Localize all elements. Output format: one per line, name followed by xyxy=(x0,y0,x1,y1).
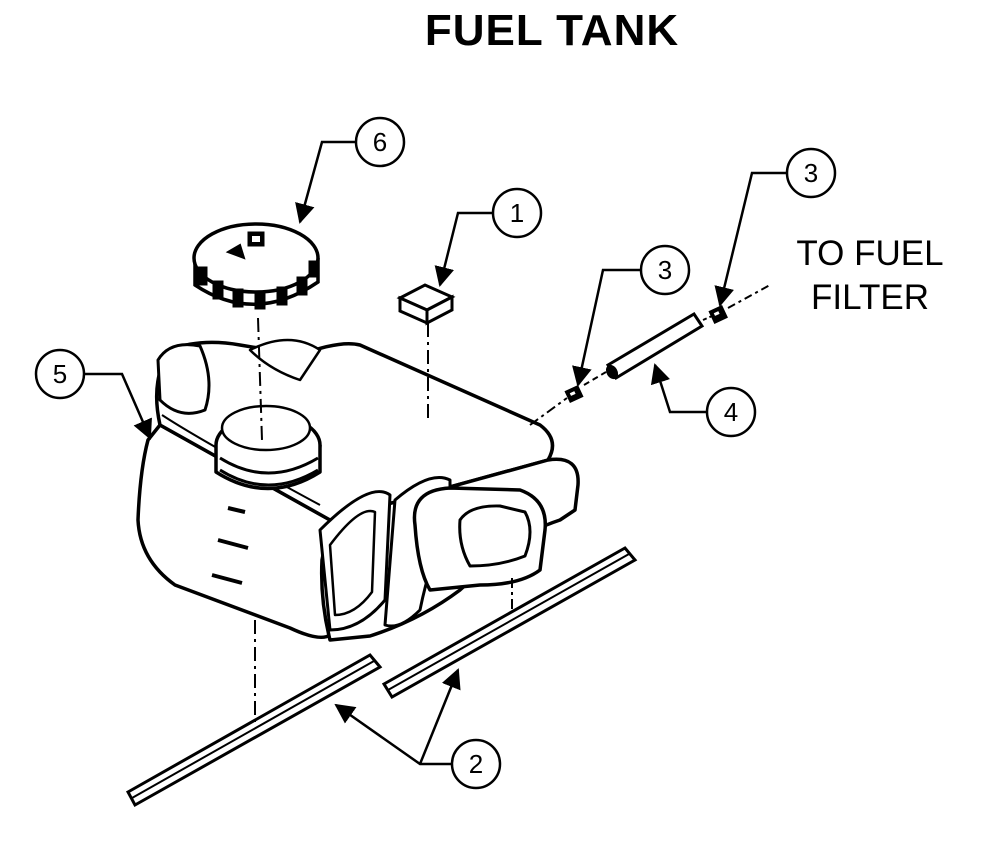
callout-6: 6 xyxy=(354,116,406,168)
filter-block xyxy=(396,283,456,326)
diagram-title: FUEL TANK xyxy=(424,6,680,55)
callout-4-label: 4 xyxy=(724,397,738,427)
callout-3-upper: 3 xyxy=(785,147,837,199)
callout-4: 4 xyxy=(705,386,757,438)
callout-3-lower: 3 xyxy=(639,244,691,296)
tank-pad-right xyxy=(381,546,638,700)
callout-1-label: 1 xyxy=(510,198,524,228)
callout-5-label: 5 xyxy=(53,359,67,389)
note-line-1: TO FUEL xyxy=(796,234,944,273)
callout-5: 5 xyxy=(34,348,86,400)
assembly-centerlines xyxy=(254,284,771,722)
to-fuel-filter-note: TO FUEL FILTER xyxy=(770,232,970,320)
fuel-line xyxy=(605,311,705,381)
callout-3-lower-label: 3 xyxy=(658,255,672,285)
fuel-tank xyxy=(136,338,580,642)
callout-3-upper-label: 3 xyxy=(804,158,818,188)
hose-clamp-lower xyxy=(564,384,584,404)
leader-lines xyxy=(83,140,786,766)
callout-2-label: 2 xyxy=(469,749,483,779)
callout-6-label: 6 xyxy=(373,127,387,157)
hose-clamp-upper xyxy=(708,304,728,324)
callout-1: 1 xyxy=(491,187,543,239)
note-line-2: FILTER xyxy=(811,278,929,317)
fuel-cap xyxy=(192,222,320,310)
tank-pad-left xyxy=(125,653,383,808)
callout-2: 2 xyxy=(450,738,502,790)
